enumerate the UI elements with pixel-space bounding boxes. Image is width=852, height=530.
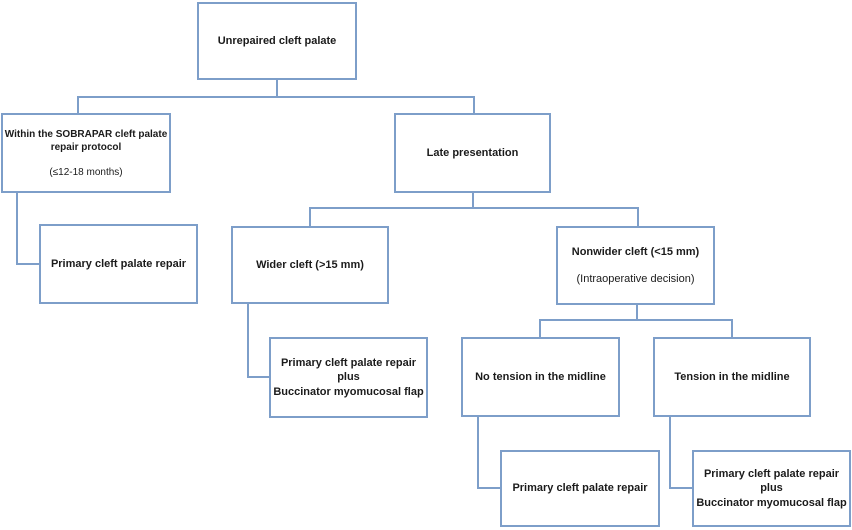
node-label: Wider cleft (>15 mm) — [256, 258, 364, 271]
node-label-line: Buccinator myomucosal flap — [273, 385, 424, 398]
connector-level1-trunk — [77, 96, 475, 98]
node-primary-repair-protocol: Primary cleft palate repair — [39, 224, 198, 304]
node-tension-treatment: Primary cleft palate repair plus Buccina… — [692, 450, 851, 527]
node-label-line: Primary cleft palate repair — [703, 468, 840, 481]
node-label: Nonwider cleft (<15 mm) — [571, 246, 700, 259]
connector-to-no-tension — [539, 319, 541, 337]
node-nonwider-cleft: Nonwider cleft (<15 mm) (Intraoperative … — [556, 226, 715, 305]
connector-protocol-down — [16, 193, 18, 265]
node-title-line: Within the SOBRAPAR cleft palate — [4, 128, 168, 140]
node-tension: Tension in the midline — [653, 337, 811, 417]
connector-no-tension-elbow — [477, 487, 500, 489]
node-label: Primary cleft palate repair — [50, 257, 187, 270]
node-unrepaired-cleft-palate: Unrepaired cleft palate — [197, 2, 357, 80]
connector-to-protocol — [77, 96, 79, 113]
node-note: (Intraoperative decision) — [576, 272, 695, 285]
connector-to-late-presentation — [473, 96, 475, 113]
node-label-line: Primary cleft palate repair — [280, 357, 417, 370]
node-wider-cleft: Wider cleft (>15 mm) — [231, 226, 389, 304]
connector-to-wider — [309, 207, 311, 226]
connector-no-tension-down — [477, 417, 479, 489]
connector-protocol-elbow — [16, 263, 39, 265]
connector-tension-down — [669, 417, 671, 489]
node-label-line: plus — [337, 371, 360, 384]
node-title: Within the SOBRAPAR cleft palate repair … — [5, 128, 168, 154]
connector-late-trunk — [309, 207, 639, 209]
connector-wider-elbow — [247, 376, 269, 378]
node-label: Primary cleft palate repair — [512, 482, 648, 495]
node-note: (≤12-18 months) — [49, 166, 123, 178]
node-label: Tension in the midline — [674, 370, 790, 383]
node-label: Late presentation — [426, 146, 519, 159]
node-wider-treatment: Primary cleft palate repair plus Buccina… — [269, 337, 428, 418]
node-label-line: plus — [760, 482, 783, 495]
connector-late-down — [472, 193, 474, 209]
node-label: No tension in the midline — [475, 370, 606, 383]
connector-nonwider-trunk — [539, 319, 733, 321]
node-late-presentation: Late presentation — [394, 113, 551, 193]
connector-to-nonwider — [637, 207, 639, 226]
node-no-tension-treatment: Primary cleft palate repair — [500, 450, 660, 527]
connector-unrepaired-down — [276, 80, 278, 98]
node-sobrapar-protocol: Within the SOBRAPAR cleft palate repair … — [1, 113, 171, 193]
node-title-line: repair protocol — [50, 141, 122, 153]
connector-tension-elbow — [669, 487, 692, 489]
connector-nonwider-down — [636, 305, 638, 321]
connector-wider-down — [247, 304, 249, 378]
node-label: Unrepaired cleft palate — [217, 34, 337, 47]
node-label-line: Buccinator myomucosal flap — [696, 496, 847, 509]
node-no-tension: No tension in the midline — [461, 337, 620, 417]
connector-to-tension — [731, 319, 733, 337]
